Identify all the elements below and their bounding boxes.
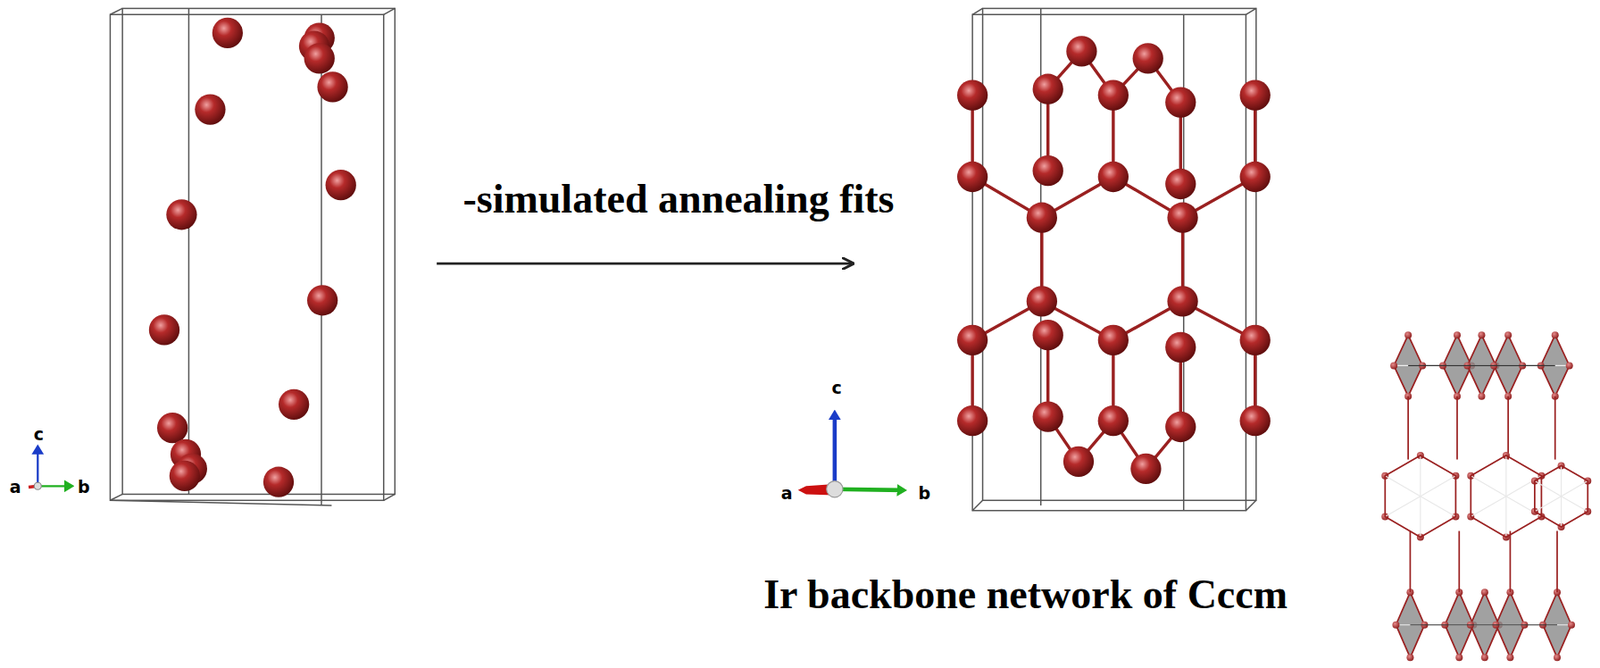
ir-atom	[325, 169, 357, 200]
axis-label: b	[918, 484, 932, 502]
polyhedral-inset	[1381, 331, 1592, 661]
ir-atom	[1165, 411, 1196, 442]
ir-ir-bonds	[972, 50, 1256, 468]
ir-atom	[1133, 42, 1164, 74]
ir-atom	[1098, 161, 1129, 192]
ir-atom	[212, 17, 243, 49]
ir-atom	[1033, 155, 1064, 186]
ir-atom	[307, 284, 338, 316]
ir-atom	[169, 460, 200, 492]
ir-atom	[1165, 86, 1196, 117]
ir-atom	[157, 412, 188, 443]
ir-atom	[1166, 202, 1198, 234]
axis-triad-right	[798, 414, 903, 498]
unit-cell-left	[109, 8, 395, 506]
ir-atom	[1165, 332, 1196, 363]
ir-atom	[149, 314, 180, 345]
ir-atom	[957, 161, 988, 192]
ir-atom	[1033, 74, 1064, 105]
unit-cell-right	[972, 8, 1257, 510]
ir-atom	[263, 466, 294, 498]
ir-atom	[1240, 79, 1271, 110]
ir-atom	[1033, 400, 1064, 432]
process-arrow	[436, 262, 853, 266]
ir-atom	[1165, 168, 1196, 200]
ir-atom	[316, 71, 348, 102]
ir-atom	[1063, 446, 1094, 477]
ir-atom	[1240, 161, 1271, 192]
ir-atoms-random	[149, 17, 357, 498]
process-label: -simulated annealing fits	[462, 178, 894, 220]
ir-atom	[278, 389, 309, 420]
axis-triad-left	[28, 449, 70, 490]
ir-atom	[166, 199, 197, 230]
ir-atom	[957, 79, 988, 110]
hexagon	[1470, 455, 1542, 537]
ir-atom	[1130, 453, 1161, 484]
ir-atom	[957, 405, 988, 436]
hexagon	[1384, 455, 1456, 537]
hexagon	[1534, 465, 1588, 527]
axis-label: b	[77, 478, 91, 496]
ir-atom	[1240, 325, 1271, 356]
ir-atom	[1098, 405, 1129, 436]
structure-caption: Ir backbone network of Cccm	[763, 574, 1288, 616]
ir-atom	[1026, 285, 1058, 317]
ir-atom	[1026, 202, 1058, 234]
ir-atom	[1098, 79, 1129, 110]
ir-atom	[957, 325, 988, 356]
axis-label: a	[781, 484, 793, 502]
axis-label: c	[33, 425, 44, 443]
ir-atom	[1066, 35, 1097, 67]
axis-label: a	[9, 478, 22, 496]
ir-atom	[1240, 405, 1271, 436]
ir-atom	[194, 93, 225, 125]
ir-atom	[1098, 325, 1129, 356]
ir-atom	[304, 42, 335, 74]
ir-atoms-network	[957, 35, 1271, 484]
ir-atom	[1033, 319, 1064, 350]
axis-label: c	[832, 379, 842, 397]
ir-atom	[1166, 285, 1198, 317]
